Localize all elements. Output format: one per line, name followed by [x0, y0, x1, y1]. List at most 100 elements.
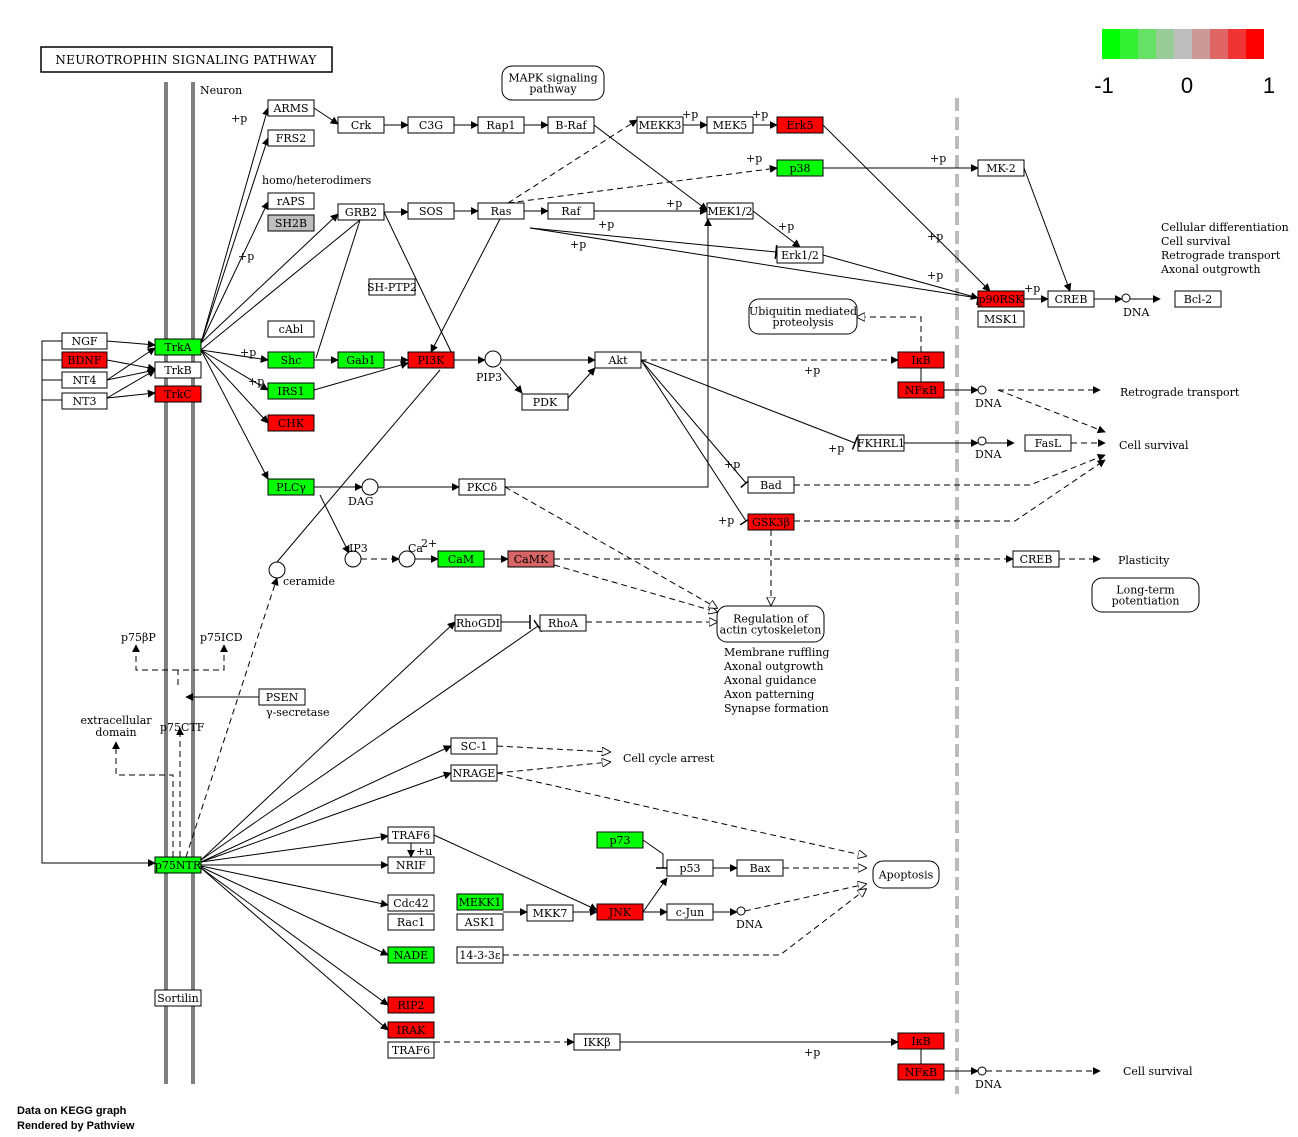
- edge: [822, 254, 979, 300]
- legend-swatch: [1228, 29, 1246, 59]
- legend-mid-label: 0: [1181, 73, 1193, 98]
- gene-label-bdnf: BDNF: [67, 354, 102, 367]
- phosphorylation-label: +p: [598, 218, 614, 231]
- dna-label: DNA: [975, 397, 1002, 410]
- actin-outcome-label: Axon patterning: [723, 688, 814, 701]
- retrograde-transport-label: Retrograde transport: [1120, 386, 1240, 399]
- edge: [200, 865, 389, 908]
- gene-label-nrif: NRIF: [396, 859, 426, 872]
- edge: [106, 389, 156, 399]
- gene-label-trkc: TrkC: [164, 388, 192, 401]
- gene-label-ywhae: 14-3-3ε: [459, 949, 500, 962]
- gene-label-gsk3b: GSK3β: [752, 516, 790, 529]
- edge: [319, 494, 350, 554]
- edge: [383, 211, 455, 359]
- gene-label-mekk3: MEKK3: [639, 119, 682, 132]
- legend-min-label: -1: [1094, 73, 1114, 98]
- gene-label-bax: Bax: [750, 862, 772, 875]
- edge: [752, 210, 801, 248]
- dag-label: DAG: [348, 495, 374, 508]
- actin-pathway-label: actin cytoskeleton: [720, 624, 822, 637]
- ltp-pathway-label: Long-term: [1116, 584, 1175, 597]
- gene-box-msk1: [977, 310, 1025, 328]
- phosphorylation-label: +p: [930, 152, 946, 165]
- gene-label-raf: Raf: [561, 205, 581, 218]
- edge: [200, 867, 389, 1006]
- edge: [112, 741, 174, 857]
- edge: [200, 213, 339, 344]
- gene-box-p53: [666, 859, 714, 877]
- legend-swatch: [1156, 29, 1174, 59]
- ubiquitin-pathway-label: Ubiquitin mediated: [749, 305, 857, 318]
- mapk-pathway-label: pathway: [529, 83, 577, 96]
- compound-circle: [344, 550, 362, 568]
- edge: [499, 366, 523, 394]
- gene-label-crk: Crk: [351, 119, 372, 132]
- gene-label-mek12: MEK1/2: [707, 205, 752, 218]
- edge: [640, 359, 753, 526]
- edge: [200, 201, 269, 344]
- outcome-label: Cellular differentiation: [1161, 221, 1289, 234]
- legend-swatch: [1246, 29, 1264, 59]
- gene-box-nt3: [61, 392, 108, 410]
- gene-label-erk12: Erk1/2: [781, 249, 819, 262]
- edge: [200, 349, 269, 424]
- edge: [794, 453, 1106, 486]
- gene-box-crk: [337, 116, 385, 134]
- gene-label-rip2: RIP2: [397, 999, 424, 1012]
- edge: [529, 227, 980, 306]
- edge: [132, 644, 178, 671]
- gene-label-creb1: CREB: [1055, 293, 1088, 306]
- gene-label-ikb1: IκB: [911, 354, 930, 367]
- gene-label-p38: p38: [789, 162, 810, 175]
- actin-pathway-box: [716, 605, 825, 643]
- phosphorylation-label: +p: [682, 108, 698, 121]
- edge: [315, 219, 361, 359]
- gene-label-jnk: JNK: [608, 906, 632, 919]
- gene-box-mek12: [706, 202, 754, 220]
- gene-box-camk: [507, 550, 555, 568]
- dna-circle: [736, 906, 746, 916]
- edge: [505, 218, 712, 488]
- edge-layer: [41, 107, 1161, 1075]
- gene-box-fasl: [1024, 434, 1072, 452]
- ubiquitin-pathway-box: [748, 298, 858, 335]
- gene-label-akt: Akt: [607, 354, 628, 367]
- edge: [200, 867, 389, 1031]
- gene-box-bdnf: [61, 351, 108, 369]
- gene-box-sc1: [450, 737, 498, 755]
- gene-label-pdk: PDK: [533, 396, 558, 409]
- edge: [200, 619, 543, 861]
- gene-box-shc: [267, 351, 315, 369]
- edge: [593, 124, 708, 211]
- gene-box-raf: [547, 202, 595, 220]
- gene-box-irs1: [267, 382, 315, 400]
- actin-outcome-label: Axonal outgrowth: [723, 660, 823, 673]
- legend-swatch: [1174, 29, 1192, 59]
- gene-box-trkc: [154, 385, 202, 403]
- extracellular-label: domain: [95, 726, 136, 739]
- gene-box-nrif: [387, 856, 435, 874]
- gene-box-jnk: [596, 903, 644, 921]
- gene-label-nt3: NT3: [73, 395, 97, 408]
- gene-box-trka: [154, 338, 202, 356]
- edge: [822, 124, 991, 292]
- gene-label-nade: NADE: [394, 949, 428, 962]
- gene-label-p75ntr: p75NTR: [155, 859, 202, 872]
- gene-box-nrage: [450, 764, 498, 782]
- ltp-pathway-label: potentiation: [1112, 595, 1180, 608]
- phosphorylation-label: +p: [724, 458, 740, 471]
- edge: [313, 107, 339, 125]
- gene-label-irs1: IRS1: [277, 385, 304, 398]
- gene-box-akt: [594, 351, 642, 369]
- gene-box-grb2: [337, 203, 385, 221]
- gene-label-mek5: MEK5: [713, 119, 748, 132]
- dna-circle: [977, 385, 987, 395]
- gene-label-p53: p53: [679, 862, 700, 875]
- compound-circle: [398, 550, 416, 568]
- gene-label-sh2b: SH2B: [275, 217, 307, 230]
- calcium-label: Ca: [408, 542, 423, 555]
- ceramide-label: ceramide: [283, 575, 335, 588]
- edge: [200, 107, 270, 344]
- gene-box-raps: [267, 192, 315, 210]
